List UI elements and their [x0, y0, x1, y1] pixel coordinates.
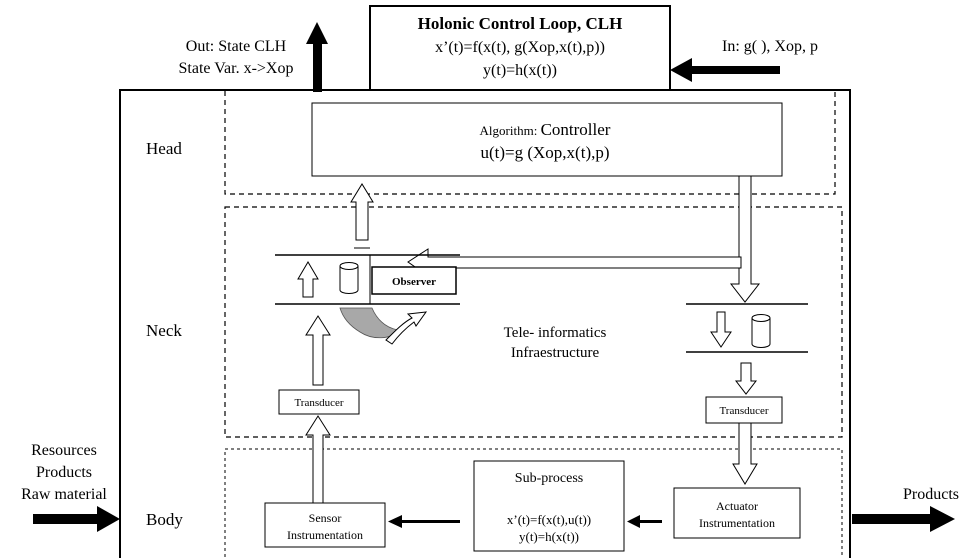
subprocess-equation-output: y(t)=h(x(t))	[519, 529, 579, 544]
header-title: Holonic Control Loop, CLH	[418, 14, 623, 33]
actuator-to-subprocess-arrow	[627, 515, 662, 528]
observer-box	[371, 266, 457, 295]
observer-curved-arrow	[385, 311, 428, 345]
transducer-left-box: Transducer	[278, 389, 360, 415]
in-arrow	[670, 58, 780, 82]
observer-to-controller-arrow	[350, 183, 374, 249]
subprocess-title: Sub-process	[515, 471, 583, 486]
section-label-body: Body	[146, 510, 183, 529]
transducer-left-label: Transducer	[294, 397, 343, 409]
left-buffer: Observer	[275, 254, 460, 305]
header-box: Holonic Control Loop, CLH x’(t)=f(x(t), …	[369, 5, 671, 91]
database-icon	[339, 262, 359, 294]
feedback-to-observer-arrow	[407, 248, 742, 277]
subprocess-box: Sub-process x’(t)=f(x(t),u(t)) y(t)=h(x(…	[473, 460, 625, 552]
buffer-up-arrow	[297, 261, 319, 298]
products-output-arrow	[852, 506, 955, 532]
actuator-label-line1: Actuator	[716, 499, 758, 513]
section-label-neck: Neck	[146, 321, 182, 340]
controller-box: Algorithm: Controller u(t)=g (Xop,x(t),p…	[311, 102, 783, 177]
sensor-instrumentation-box: Sensor Instrumentation	[264, 502, 386, 548]
observer-gray-curve	[339, 307, 399, 339]
transducer-right-label: Transducer	[719, 405, 768, 417]
inputs-line3: Raw material	[21, 486, 107, 503]
section-label-head: Head	[146, 139, 182, 158]
actuator-instrumentation-box: Actuator Instrumentation	[673, 487, 801, 539]
inputs-line1: Resources	[31, 442, 97, 459]
transducer-right-box: Transducer	[705, 396, 783, 424]
subprocess-to-sensor-arrow	[388, 515, 460, 528]
tele-line1: Tele- informatics	[504, 325, 607, 341]
transducer-to-buffer-arrow	[305, 315, 331, 386]
neck-region	[224, 206, 843, 438]
controller-equation: u(t)=g (Xop,x(t),p)	[480, 143, 609, 162]
holon-frame	[119, 89, 851, 558]
out-arrow	[306, 22, 328, 92]
header-equation-output: y(t)=h(x(t))	[483, 62, 557, 79]
sensor-to-transducer-arrow	[305, 415, 331, 504]
observer-label: Observer	[392, 276, 436, 288]
in-label: In: g( ), Xop, p	[722, 38, 818, 55]
controller-to-actuator-arrow	[729, 175, 761, 303]
buffer-to-transducer-arrow	[734, 362, 758, 395]
transducer-to-actuator-arrow	[732, 422, 758, 485]
inputs-line2: Products	[36, 464, 92, 481]
buffer-down-arrow	[710, 311, 732, 348]
controller-title: Algorithm: Controller	[480, 120, 611, 139]
right-buffer	[686, 303, 808, 353]
out-label-line1: Out: State CLH	[186, 38, 287, 55]
header-equation-state: x’(t)=f(x(t), g(Xop,x(t),p))	[435, 39, 605, 56]
subprocess-equation-state: x’(t)=f(x(t),u(t))	[507, 512, 591, 527]
sensor-label-line2: Instrumentation	[287, 528, 363, 542]
head-region	[224, 89, 836, 195]
database-icon-right	[751, 314, 771, 348]
sensor-label-line1: Sensor	[309, 511, 342, 525]
actuator-label-line2: Instrumentation	[699, 516, 775, 530]
out-label-line2: State Var. x->Xop	[179, 60, 294, 77]
products-label: Products	[903, 486, 959, 503]
tele-line2: Infraestructure	[511, 345, 600, 361]
resources-input-arrow	[33, 506, 120, 532]
body-region	[224, 448, 843, 558]
